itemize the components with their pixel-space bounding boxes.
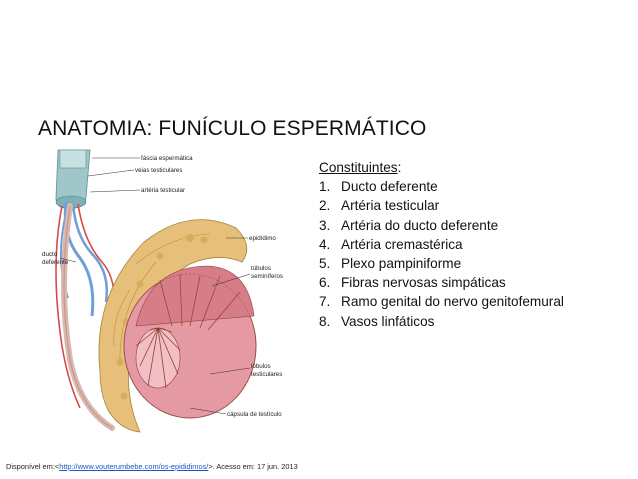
label-tubulos: túbulos xyxy=(251,265,271,272)
label-seminiferos: seminíferos xyxy=(251,273,283,280)
label-testiculares: testiculares xyxy=(251,371,282,378)
label-leaders xyxy=(59,157,251,415)
label-veias-testiculares: veias testiculares xyxy=(135,167,182,174)
list-item: 5.Plexo pampiniforme xyxy=(319,256,462,272)
list-item: 6.Fibras nervosas simpáticas xyxy=(319,275,506,291)
list-item: 4.Artéria cremastérica xyxy=(319,236,463,252)
ductus-deferens xyxy=(61,203,115,431)
label-epididimo: epidídimo xyxy=(249,235,276,242)
constituents-heading: Constituintes: xyxy=(319,160,402,175)
label-fascia-espermatica: fáscia espermática xyxy=(141,155,193,162)
constituents-list: Constituintes: 1.Ducto deferente 2.Artér… xyxy=(319,158,564,331)
label-ducto: ducto xyxy=(42,251,58,258)
label-capsula: cápsula de testículo xyxy=(227,411,282,418)
label-lobulos: lóbulos xyxy=(251,363,271,370)
list-item: 3.Artéria do ducto deferente xyxy=(319,217,499,233)
list-item: 7.Ramo genital do nervo genitofemural xyxy=(319,294,564,310)
list-item: 8.Vasos linfáticos xyxy=(319,313,435,329)
constituents-items: 1.Ducto deferente 2.Artéria testicular 3… xyxy=(319,177,564,331)
slide-title: ANATOMIA: FUNÍCULO ESPERMÁTICO xyxy=(38,117,427,140)
anatomy-illustration: fáscia espermática veias testiculares ar… xyxy=(40,146,340,452)
source-link[interactable]: http://www.vouterumbebe.com/os-epididimo… xyxy=(59,462,209,471)
label-deferente: deferente xyxy=(42,259,69,266)
testis xyxy=(123,265,257,419)
source-citation: Disponível em:<http://www.vouterumbebe.c… xyxy=(6,462,298,471)
label-arteria-testicular: artéria testicular xyxy=(141,187,185,194)
list-item: 2.Artéria testicular xyxy=(319,198,440,214)
fascia-sheath xyxy=(55,149,91,209)
list-item: 1.Ducto deferente xyxy=(319,179,438,195)
